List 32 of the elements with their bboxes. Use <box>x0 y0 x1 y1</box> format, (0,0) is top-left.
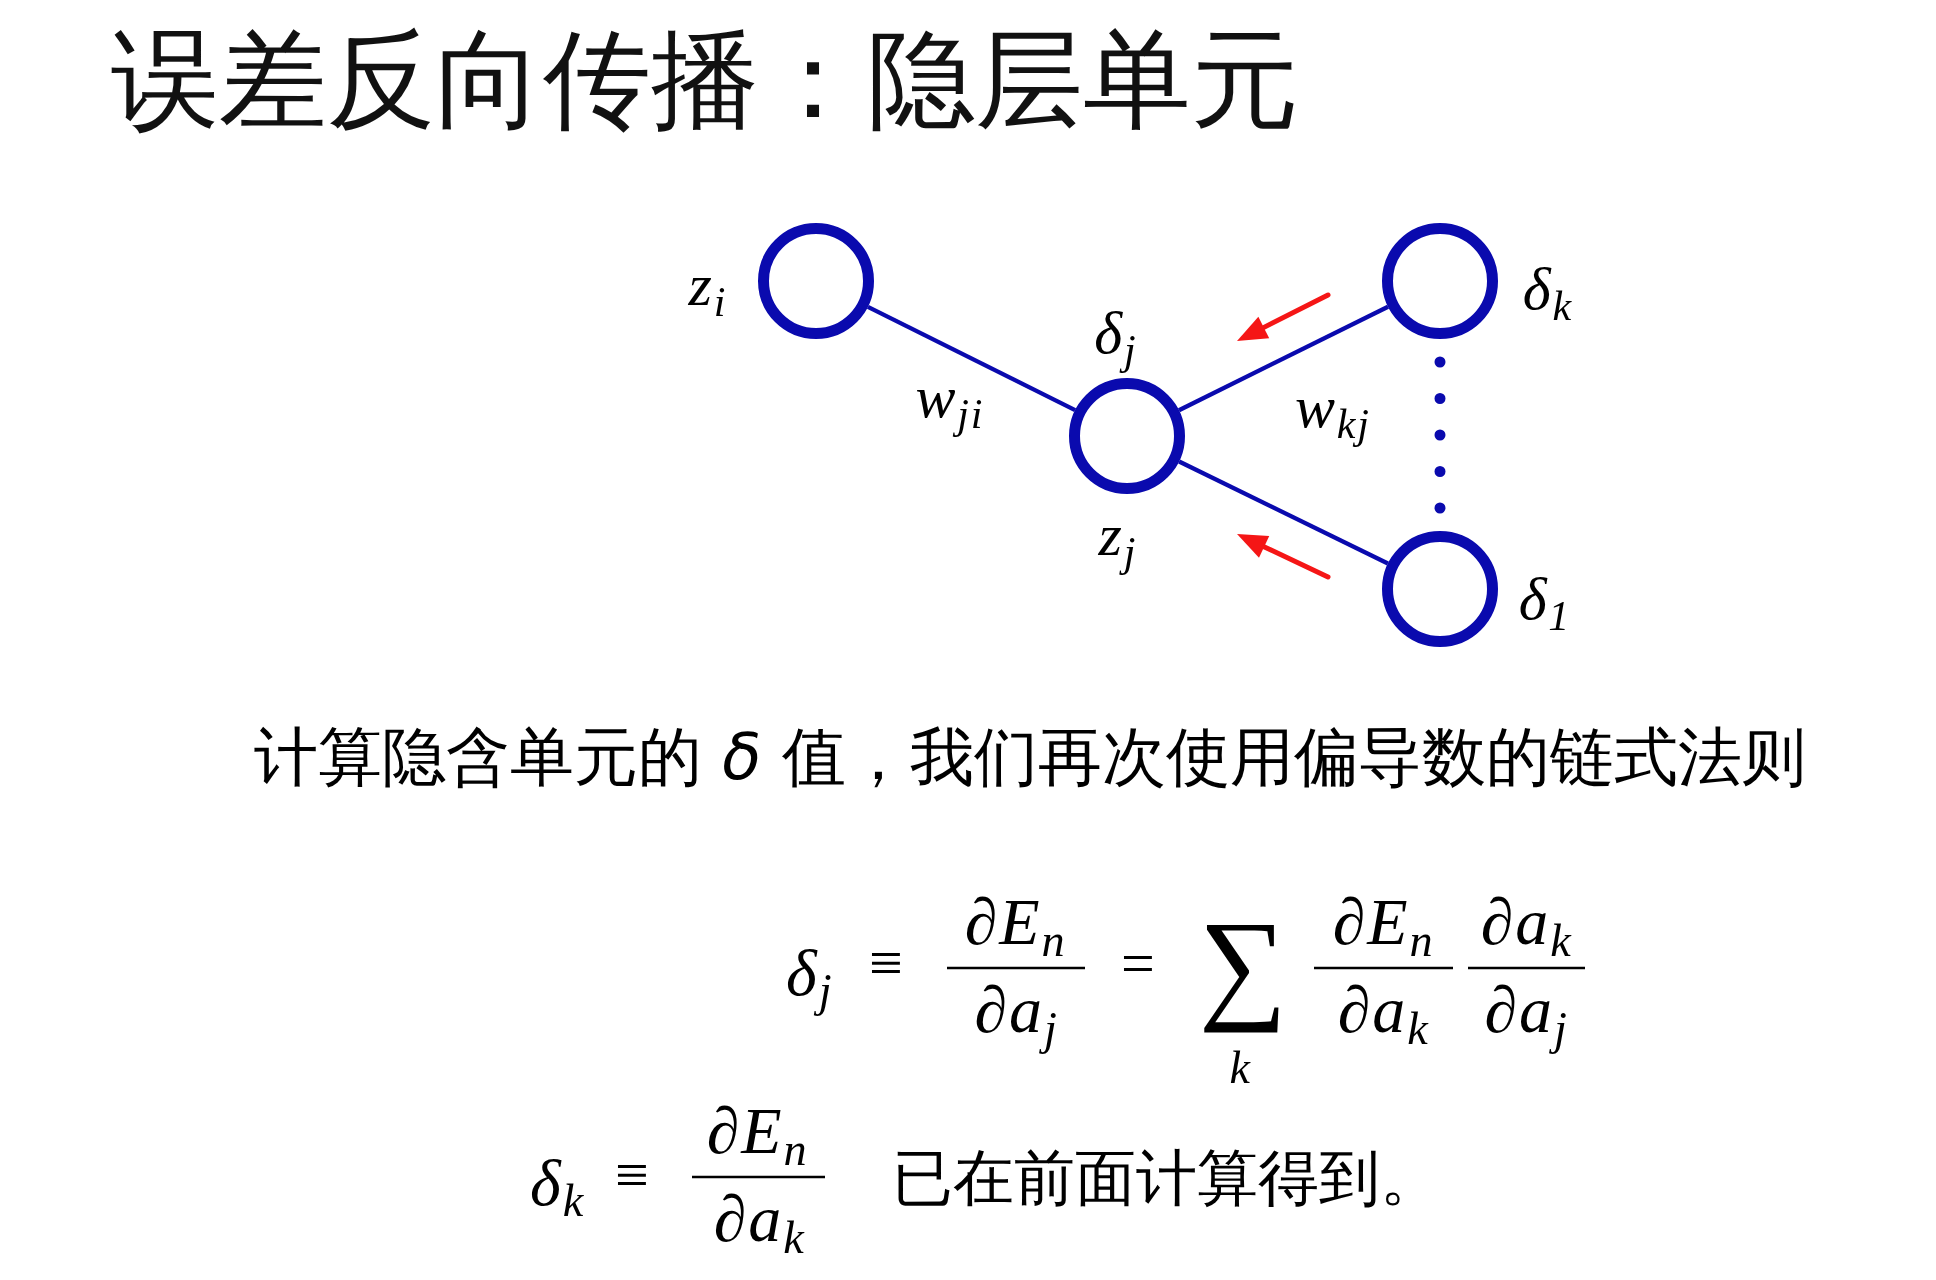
edge-label: w$_{kj}$ <box>1294 373 1372 449</box>
circle-node <box>758 223 874 339</box>
connector-line <box>1178 304 1389 413</box>
summation-index: k <box>1228 1041 1253 1095</box>
summation-sign: ∑ <box>1197 894 1289 1035</box>
connector-line <box>1178 459 1389 566</box>
fraction-numerator: ∂E$_{n}$ <box>705 1093 810 1173</box>
equivalence-sign: ≡ <box>868 929 904 998</box>
node-label: δ$_{k}$ <box>1521 255 1574 331</box>
node-label: z$_{j}$ <box>1097 501 1139 577</box>
fraction-numerator: ∂E$_{n}$ <box>1331 884 1436 964</box>
circle-node <box>1382 223 1498 339</box>
connector-line <box>866 304 1077 413</box>
math-variable: δ$_{j}$ <box>784 934 835 1019</box>
body-text: 已在前面计算得到。 <box>892 1141 1441 1216</box>
fraction-denominator: ∂a$_{j}$ <box>1483 972 1570 1052</box>
node-label: δ$_{1}$ <box>1517 565 1573 641</box>
fraction-denominator: ∂a$_{k}$ <box>1336 972 1431 1052</box>
equivalence-sign: ≡ <box>614 1141 650 1210</box>
math-variable: δ$_{k}$ <box>529 1144 587 1229</box>
body-text: 计算隐含单元的 δ 值，我们再次使用偏导数的链式法则 <box>254 719 1806 797</box>
equals-sign: = <box>1120 929 1156 998</box>
fraction-denominator: ∂a$_{j}$ <box>973 972 1060 1052</box>
circle-node <box>1382 531 1498 647</box>
fraction-denominator: ∂a$_{k}$ <box>712 1181 807 1261</box>
fraction-numerator: ∂E$_{n}$ <box>963 884 1068 964</box>
node-label: δ$_{j}$ <box>1093 299 1139 375</box>
node-label: z$_{i}$ <box>687 251 729 327</box>
edge-label: w$_{ji}$ <box>914 363 986 439</box>
fraction-numerator: ∂a$_{k}$ <box>1479 884 1574 964</box>
title: 误差反向传播：隐层单元 <box>111 15 1299 144</box>
circle-node <box>1069 378 1185 494</box>
